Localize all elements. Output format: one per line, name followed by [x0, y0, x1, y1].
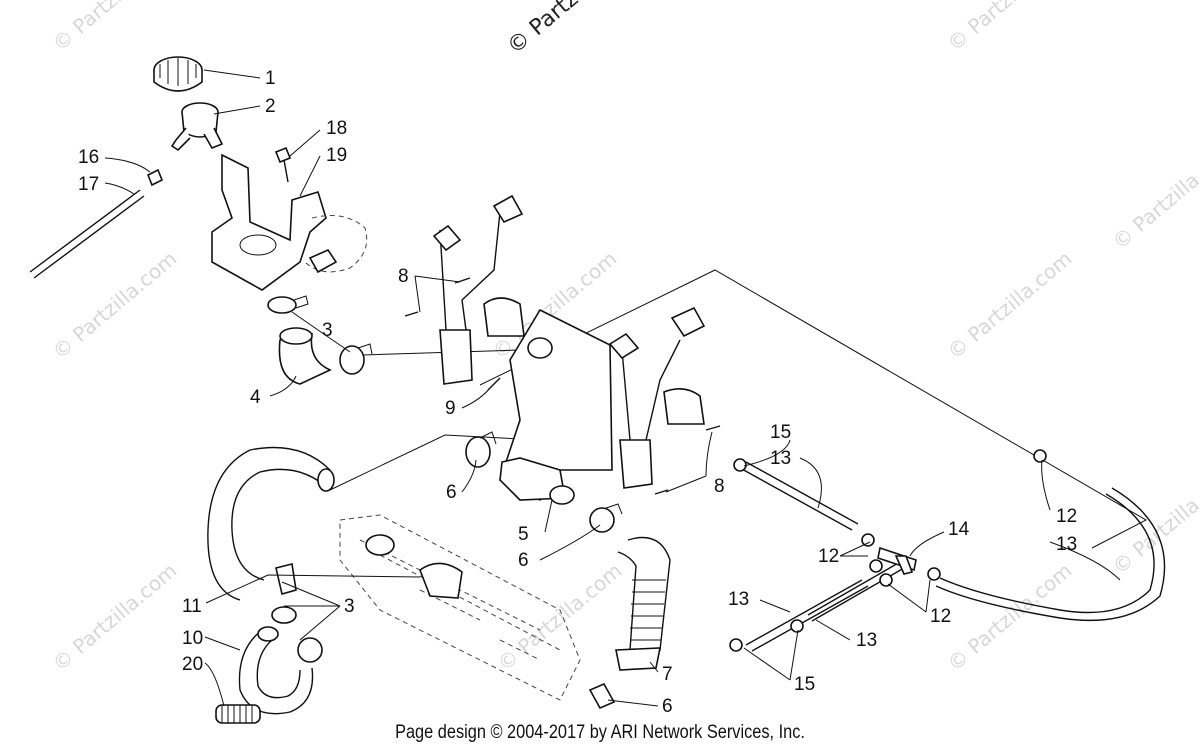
outlet-hose	[588, 536, 671, 710]
vent-hose	[29, 189, 145, 279]
callout-16: 16	[78, 147, 99, 168]
callout-labels: 1 2 16 17 18 19 3 4 8 9 6 5 6 8 11 3 10 …	[78, 68, 1077, 717]
callout-1: 1	[265, 68, 276, 89]
watermark: © Partzilla.com	[943, 0, 1077, 56]
callout-3: 3	[322, 320, 333, 341]
hose-clamp	[275, 563, 297, 596]
callout-15: 15	[794, 674, 815, 695]
callout-13: 13	[770, 448, 791, 469]
callout-4: 4	[250, 387, 261, 408]
hose-clamp	[339, 343, 373, 375]
callout-8: 8	[714, 476, 725, 497]
watermark: © Partzilla.com	[943, 246, 1077, 364]
callout-15: 15	[770, 422, 791, 443]
injector-right	[608, 306, 706, 489]
filler-neck	[170, 102, 224, 152]
injector-left	[432, 194, 525, 385]
callout-19: 19	[326, 145, 347, 166]
callout-10: 10	[182, 628, 203, 649]
watermark: © Partzilla.com	[48, 0, 182, 56]
hose-clamp	[271, 606, 297, 624]
callout-18: 18	[326, 118, 347, 139]
bracket-screw	[274, 146, 292, 183]
callout-17: 17	[78, 174, 99, 195]
callout-12: 12	[818, 546, 839, 567]
callout-11: 11	[182, 596, 202, 617]
callout-6: 6	[662, 696, 673, 717]
hose-clamp	[267, 295, 309, 314]
callout-5: 5	[518, 524, 529, 545]
callout-3: 3	[344, 596, 355, 617]
callout-20: 20	[182, 654, 203, 675]
vent-fitting	[146, 168, 164, 187]
callout-8: 8	[398, 266, 409, 287]
throttle-body-assembly	[499, 308, 613, 505]
engine-cylinder-block	[339, 514, 581, 701]
leader-lines	[104, 69, 1121, 707]
callout-12: 12	[1056, 506, 1077, 527]
page-footer: Page design © 2004-2017 by ARI Network S…	[395, 722, 805, 743]
callout-13: 13	[1056, 534, 1077, 555]
callout-12: 12	[930, 606, 951, 627]
tee-fitting	[877, 546, 917, 575]
watermark: © Partzilla.com	[48, 246, 182, 364]
coolant-hose-lower	[238, 626, 314, 715]
callout-9: 9	[445, 398, 456, 419]
hose-spring	[215, 704, 261, 724]
hose-clamp	[589, 503, 623, 533]
callout-14: 14	[948, 519, 970, 540]
callout-7: 7	[662, 664, 673, 685]
callout-13: 13	[728, 589, 749, 610]
callout-6: 6	[446, 482, 457, 503]
watermark: © Partzilla.com	[493, 558, 627, 676]
watermark: © Partzilla.com	[503, 0, 649, 60]
watermark: © Partzilla.com	[1108, 136, 1200, 254]
callout-13: 13	[856, 630, 877, 651]
filler-cap	[153, 56, 203, 92]
hose-clamp	[465, 431, 497, 468]
callout-6: 6	[518, 550, 529, 571]
hose-clamp	[297, 637, 323, 663]
mounting-bracket	[211, 153, 368, 291]
elbow-hose	[278, 327, 332, 385]
coolant-hose-large	[207, 446, 335, 601]
watermark: © Partzilla.com	[48, 558, 182, 676]
tube-fittings	[729, 449, 1047, 652]
callout-2: 2	[265, 96, 276, 117]
bypass-tubes	[739, 461, 1166, 652]
